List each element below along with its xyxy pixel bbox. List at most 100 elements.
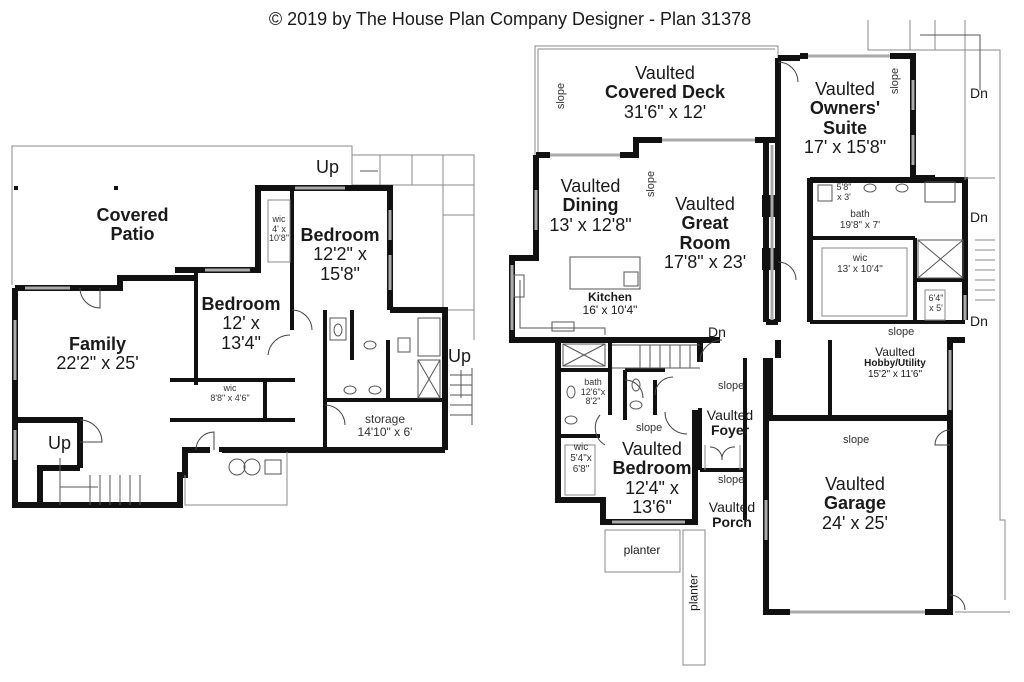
planter-box-1	[604, 529, 681, 573]
owners-suite-name1: Owners'	[809, 98, 881, 119]
hobby-utility-label: Vaulted Hobby/Utility 15'2" x 11'6"	[840, 346, 950, 381]
bath2-dims1: 12'6"x	[580, 386, 606, 397]
wic2-dims2: 6'8"	[572, 463, 590, 475]
vaulted-bedroom-label: Vaulted Bedroom 12'4" x 13'6"	[608, 439, 696, 518]
great-room-name1: Great	[681, 213, 729, 234]
owners-wic-dims: 13' x 10'4"	[837, 263, 883, 275]
owners-wc-dims1: 5'8"	[836, 182, 852, 192]
slope-marker-great-room: slope	[645, 170, 658, 198]
stairs-dn-bottom-right: Dn	[970, 313, 988, 329]
garage-vaulted: Vaulted	[825, 474, 885, 494]
foyer-vaulted: Vaulted	[706, 407, 754, 423]
covered-deck-name: Covered Deck	[604, 82, 726, 103]
hobby-dims: 15'2" x 11'6"	[867, 368, 923, 380]
family-name: Family	[68, 334, 127, 354]
bedroom-a-dims1: 12' x	[222, 313, 260, 334]
slope-marker-bedroom: slope	[636, 422, 663, 434]
bedroom-b-name: Bedroom	[300, 225, 380, 245]
foyer-label: Vaulted Foyer	[702, 407, 758, 439]
bedroom-b-dims2: 15'8"	[320, 263, 360, 284]
main-level-walls	[509, 45, 968, 615]
owners-suite-name2: Suite	[822, 117, 867, 138]
stairs-dn-top-right: Dn	[970, 85, 988, 101]
family-dims: 22'2" x 25'	[56, 353, 139, 374]
slope-marker-foyer: slope	[718, 380, 745, 392]
bedroom-a-dims2: 13'4"	[221, 332, 261, 353]
kitchen-dims: 16' x 10'4"	[582, 302, 638, 317]
wic2-label: wic 5'4"x 6'8"	[566, 442, 596, 475]
wic2-dims1: 5'4"x	[570, 452, 592, 464]
hobby-name: Hobby/Utility	[864, 357, 926, 369]
stairs-up-top: Up	[316, 157, 340, 177]
covered-patio-label: Covered Patio	[70, 205, 195, 245]
foyer-name: Foyer	[710, 422, 750, 439]
bedroom-name: Bedroom	[612, 458, 692, 479]
great-room-dims: 17'8" x 23'	[663, 252, 747, 273]
owners-bath-dims: 19'8" x 7'	[839, 219, 881, 231]
main-stairs	[612, 344, 700, 369]
slope-marker-garage: slope	[843, 434, 870, 446]
covered-patio-line1: Covered	[96, 205, 169, 225]
owners-suite-dims: 17' x 15'8"	[803, 137, 887, 158]
bath2-dims2: 8'2"	[585, 396, 601, 407]
lower-left-stairs	[59, 458, 141, 505]
right-exterior-stairs	[867, 20, 1006, 600]
bedroom-dims1: 12'4" x	[625, 477, 679, 498]
stairs-up-left: Up	[48, 433, 72, 453]
planter-2-label: planter	[686, 574, 701, 611]
wic-a-dims2: 10'8"	[269, 233, 289, 244]
garage-name: Garage	[823, 493, 887, 514]
lower-level-details	[59, 170, 473, 506]
bedroom-a-label: Bedroom 12' x 13'4"	[195, 294, 287, 353]
wic-a-name: wic	[272, 214, 286, 224]
kitchen-label: Kitchen 16' x 10'4"	[575, 291, 645, 317]
bedroom-b-dims1: 12'2" x	[313, 244, 367, 265]
owners-wic-name: wic	[852, 253, 868, 264]
owners-suite-label: Vaulted Owners' Suite 17' x 15'8"	[795, 79, 895, 158]
closet-dims2: x 5'	[929, 302, 943, 313]
covered-deck-dims: 31'6" x 12'	[623, 101, 707, 122]
bedroom-dims2: 13'6"	[632, 497, 672, 518]
closet-dims1: 6'4"	[928, 293, 944, 303]
storage-dims: 14'10" x 6'	[357, 424, 413, 439]
covered-deck-label: Vaulted Covered Deck 31'6" x 12'	[590, 63, 740, 122]
dining-vaulted: Vaulted	[560, 176, 621, 196]
wic2-name: wic	[573, 442, 589, 453]
wic-a-dims1: 4' x	[272, 223, 286, 234]
porch-vaulted: Vaulted	[708, 499, 756, 515]
owners-wc-label: 5'8" x 3'	[833, 182, 855, 202]
storage-label: storage 14'10" x 6'	[325, 413, 445, 439]
great-room-vaulted: Vaulted	[675, 194, 735, 214]
stairs-dn-main: Dn	[708, 324, 726, 340]
covered-deck-vaulted: Vaulted	[635, 63, 695, 83]
slope-marker-deck: slope	[555, 82, 568, 110]
wic-b-dims: 8'8" x 4'6"	[210, 392, 250, 403]
stairs-up-right: Up	[448, 346, 472, 366]
owners-wc-dims2: x 3'	[837, 191, 851, 202]
bedroom-a-name: Bedroom	[201, 294, 281, 314]
slope-marker-porch: slope	[718, 474, 745, 486]
kitchen-name: Kitchen	[587, 290, 632, 304]
wic-a-label: wic 4' x 10'8"	[266, 214, 292, 244]
porch-name: Porch	[712, 514, 752, 531]
slope-marker-owners: slope	[889, 67, 902, 95]
garage-dims: 24' x 25'	[822, 512, 888, 533]
closet-label: 6'4" x 5'	[925, 293, 947, 313]
bath2-label: bath 12'6"x 8'2"	[578, 377, 608, 407]
porch-label: Vaulted Porch	[704, 499, 760, 531]
owners-suite-vaulted: Vaulted	[815, 79, 875, 99]
dining-name: Dining	[562, 195, 619, 216]
owners-bath-label: bath 19'8" x 7'	[830, 209, 890, 232]
covered-patio-line2: Patio	[110, 224, 155, 245]
great-room-label: Vaulted Great Room 17'8" x 23'	[655, 194, 755, 273]
slope-marker-hobby: slope	[888, 326, 915, 338]
bath2-name: bath	[584, 377, 602, 387]
dining-dims: 13' x 12'8"	[549, 214, 632, 235]
planter-1-label: planter	[623, 543, 661, 557]
hobby-vaulted: Vaulted	[875, 345, 915, 359]
wic-b-label: wic 8'8" x 4'6"	[200, 383, 260, 403]
great-room-name2: Room	[679, 232, 731, 253]
family-room-label: Family 22'2" x 25'	[30, 334, 165, 374]
dining-label: Vaulted Dining 13' x 12'8"	[543, 176, 638, 235]
